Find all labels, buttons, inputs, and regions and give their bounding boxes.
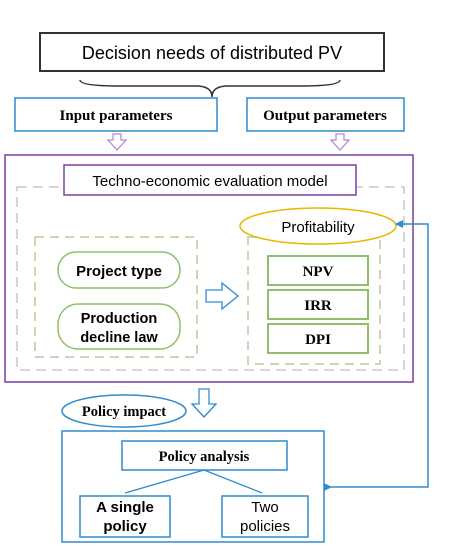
output-params-box	[246, 97, 405, 132]
single-policy-box	[79, 495, 171, 538]
input-params-text: Input parameters	[60, 108, 173, 124]
project-type-text: Project type	[76, 263, 162, 280]
branch-right	[203, 469, 263, 494]
production-decline-pill	[57, 303, 181, 350]
profitability-text: Profitability	[281, 219, 355, 236]
feedback-connector	[324, 220, 429, 491]
inputs-dashed-group	[34, 236, 198, 358]
policy-frame	[61, 430, 325, 543]
production-line2-text: decline law	[80, 330, 158, 346]
title-brace	[79, 79, 341, 98]
model-title-box	[63, 164, 357, 196]
model-frame	[4, 154, 414, 383]
two-line1-text: Two	[251, 499, 279, 516]
model-right-arrow	[205, 281, 240, 311]
title-box	[39, 32, 385, 72]
branch-left	[124, 469, 205, 494]
npv-text: NPV	[303, 264, 334, 280]
two-line2-text: policies	[240, 518, 290, 535]
project-type-pill	[57, 251, 181, 289]
policy-down-arrow	[190, 388, 218, 418]
output-down-arrow	[329, 133, 351, 151]
policy-analysis-box	[121, 440, 288, 471]
input-params-box	[14, 97, 218, 132]
output-params-text: Output parameters	[263, 108, 387, 124]
single-line2-text: policy	[103, 518, 147, 535]
production-line1-text: Production	[81, 311, 158, 327]
model-title-text: Techno-economic evaluation model	[92, 173, 327, 190]
policy-analysis-text: Policy analysis	[159, 449, 250, 465]
policy-impact-ellipse	[61, 394, 187, 428]
irr-text: IRR	[304, 298, 332, 314]
dpi-text: DPI	[305, 332, 331, 348]
input-down-arrow	[106, 133, 128, 151]
single-line1-text: A single	[96, 499, 154, 516]
title-text: Decision needs of distributed PV	[82, 43, 342, 63]
two-policies-box	[221, 495, 309, 538]
policy-impact-text: Policy impact	[82, 404, 166, 420]
